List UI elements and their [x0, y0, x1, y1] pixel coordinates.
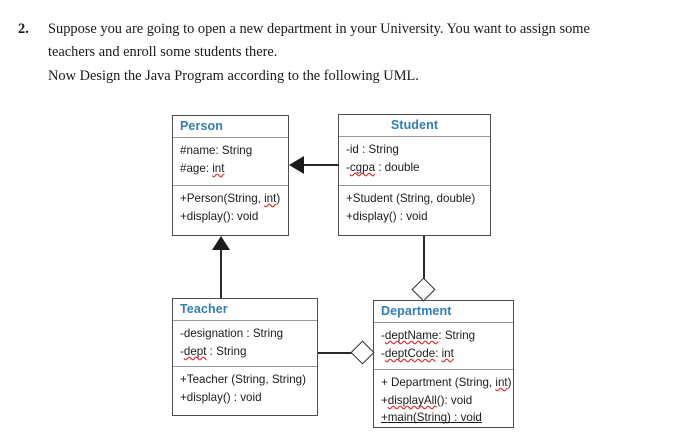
arrowhead-student-to-person [289, 156, 304, 174]
person-method-display: +display(): void [180, 209, 259, 223]
person-attributes: #name: String #age: int [173, 138, 288, 186]
student-method-constructor: +Student (String, double) [346, 192, 476, 205]
teacher-class-name: Teacher [173, 299, 317, 321]
question-line-2: teachers and enroll some students there. [48, 44, 278, 61]
uml-class-student: Student -id : String -cgpa : double +Stu… [338, 114, 491, 236]
connector-student-person [303, 164, 339, 166]
student-methods: +Student (String, double) +display() : v… [339, 186, 490, 230]
department-attributes: -deptName: String -deptCode: int [374, 323, 513, 370]
department-method-displayall: +displayAll(): void [381, 393, 473, 407]
department-method-main: +main(String) : void [381, 411, 482, 425]
teacher-method-constructor: +Teacher (String, String) [180, 373, 306, 386]
department-method-constructor: + Department (String, int) [381, 376, 512, 389]
department-attribute-deptcode: -deptCode: int [381, 346, 454, 360]
question-line-1: Suppose you are going to open a new depa… [48, 21, 590, 37]
person-methods: +Person(String, int) +display(): void [173, 186, 288, 230]
question-number: 2. [18, 21, 29, 37]
question-line-3: Now Design the Java Program according to… [48, 67, 419, 84]
teacher-methods: +Teacher (String, String) +display() : v… [173, 367, 317, 411]
person-attribute-age: #age: int [180, 161, 225, 175]
connector-student-department [423, 236, 425, 282]
student-method-display: +display() : void [346, 209, 428, 223]
teacher-attribute-dept: -dept : String [180, 344, 247, 358]
department-methods: + Department (String, int) +displayAll()… [374, 370, 513, 432]
student-attributes: -id : String -cgpa : double [339, 137, 490, 186]
teacher-attributes: -designation : String -dept : String [173, 321, 317, 367]
teacher-attribute-designation: -designation : String [180, 327, 284, 340]
connector-teacher-person [220, 248, 222, 298]
student-attribute-id: -id : String [346, 143, 399, 156]
student-class-name: Student [339, 115, 490, 137]
person-method-constructor: +Person(String, int) [180, 192, 281, 205]
aggregation-diamond-teacher [350, 340, 375, 365]
question-text: Suppose you are going to open a new depa… [48, 18, 673, 88]
question-block: 2. Suppose you are going to open a new d… [18, 18, 673, 88]
department-attribute-deptname: -deptName: String [381, 329, 476, 342]
aggregation-diamond-student [411, 277, 436, 302]
connector-teacher-department [318, 352, 355, 354]
uml-class-person: Person #name: String #age: int +Person(S… [172, 115, 289, 236]
arrowhead-teacher-to-person [212, 236, 230, 250]
teacher-method-display: +display() : void [180, 390, 262, 404]
person-attribute-name: #name: String [180, 144, 253, 157]
uml-class-teacher: Teacher -designation : String -dept : St… [172, 298, 318, 416]
uml-class-department: Department -deptName: String -deptCode: … [373, 300, 514, 428]
student-attribute-cgpa: -cgpa : double [346, 160, 420, 174]
person-class-name: Person [173, 116, 288, 138]
department-class-name: Department [374, 301, 513, 323]
